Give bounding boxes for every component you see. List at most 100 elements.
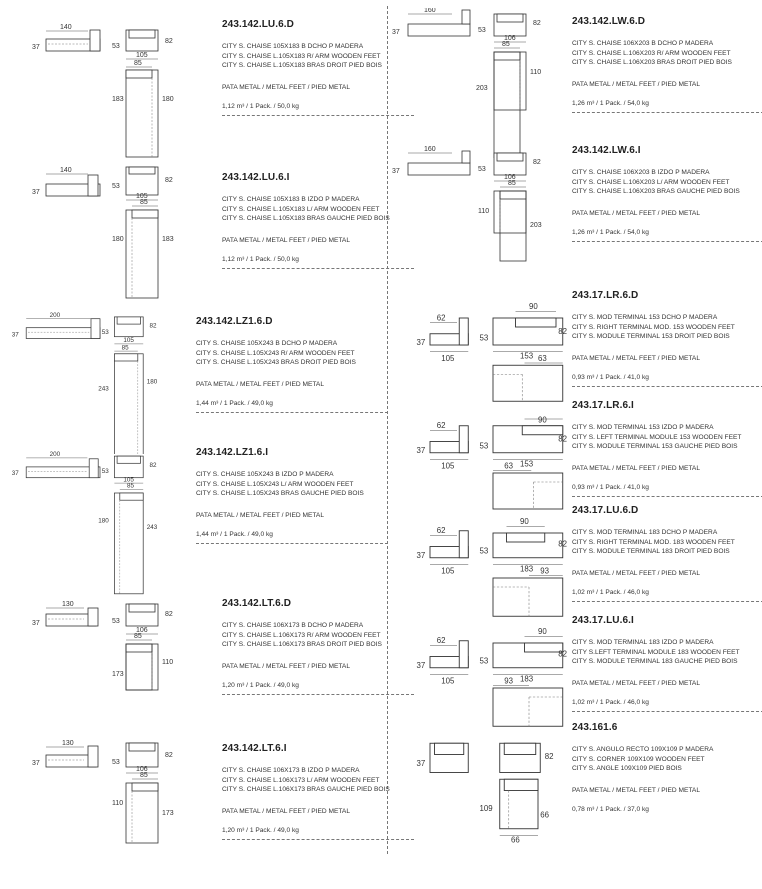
dim-side-width: 140 — [60, 167, 72, 174]
dim-plan-right: 110 — [530, 69, 541, 76]
dim-side-height: 37 — [417, 759, 426, 768]
description-en: CITY S. CHAISE L.106X203 L/ ARM WOODEN F… — [572, 178, 730, 186]
description-en: CITY S. CORNER 109X109 WOODEN FEET — [572, 755, 705, 763]
dim-top-width: 105 — [136, 52, 148, 59]
item-divider — [572, 710, 762, 712]
description-fr: CITY S. CHAISE L.106X203 BRAS DROIT PIED… — [572, 59, 732, 67]
feet-type: PATA METAL / METAL FEET / PIED METAL — [222, 236, 350, 244]
dim-side-height: 37 — [392, 29, 400, 36]
dim-side-height: 37 — [417, 551, 426, 560]
column-separator — [387, 6, 388, 854]
product-code: 243.142.LZ1.6.I — [196, 447, 269, 458]
dim-side-width: 200 — [50, 451, 61, 458]
feet-type: PATA METAL / METAL FEET / PIED METAL — [196, 511, 324, 519]
dim-front-height: 53 — [112, 43, 120, 50]
dim-plan-width: 85 — [127, 483, 135, 490]
description-es: CITY S. CHAISE 105X243 B DCHO P MADERA — [196, 340, 338, 347]
feet-type: PATA METAL / METAL FEET / PIED METAL — [222, 807, 350, 815]
dim-plan-width: 85 — [502, 41, 510, 48]
dim-front-depth: 82 — [545, 752, 554, 761]
packaging-info: 0,93 m³ / 1 Pack. / 41,0 kg — [572, 373, 649, 381]
dim-side-height: 37 — [32, 620, 40, 627]
dim-front-depth: 82 — [150, 462, 158, 469]
product-drawings: 140 37 53 82 105 85 183 180 — [32, 24, 174, 158]
feet-type: PATA METAL / METAL FEET / PIED METAL — [572, 80, 700, 88]
item-divider — [222, 693, 414, 695]
dim-side-width: 160 — [424, 8, 436, 14]
dim-side-width: 130 — [62, 601, 74, 608]
description-fr: CITY S. CHAISE L.106X173 BRAS DROIT PIED… — [222, 641, 382, 649]
dim-front-depth: 82 — [165, 752, 173, 759]
description-en: CITY S. CHAISE L.106X173 L/ ARM WOODEN F… — [222, 776, 380, 784]
feet-type: PATA METAL / METAL FEET / PIED METAL — [222, 83, 350, 91]
description-es: CITY S. CHAISE 105X183 B DCHO P MADERA — [222, 43, 364, 50]
description-es: CITY S. MOD TERMINAL 183 DCHO P MADERA — [572, 529, 718, 536]
product-drawings: 160 37 53 82 106 85 110 203 — [392, 146, 542, 262]
product-code: 243.17.LR.6.I — [572, 400, 634, 411]
item-divider — [222, 838, 414, 840]
description-en: CITY S. CHAISE L.106X203 R/ ARM WOODEN F… — [572, 49, 731, 57]
dim-plan-side: 93 — [504, 677, 513, 686]
dim-plan-right: 203 — [530, 222, 542, 229]
product-drawings: 62 37 105 90 53 82 183 93 — [417, 517, 567, 617]
product-drawings: 130 37 53 82 106 85 110 173 — [32, 740, 174, 844]
feet-type: PATA METAL / METAL FEET / PIED METAL — [222, 662, 350, 670]
packaging-info: 1,26 m³ / 1 Pack. / 54,0 kg — [572, 228, 649, 236]
description-en: CITY S. CHAISE L.105X243 L/ ARM WOODEN F… — [196, 480, 354, 488]
description-fr: CITY S. CHAISE L.106X203 BRAS GAUCHE PIE… — [572, 188, 740, 196]
dim-plan-width: 66 — [511, 835, 520, 844]
dim-front-height: 53 — [478, 27, 486, 34]
dim-plan-width: 85 — [122, 344, 130, 351]
description-es: CITY S. CHAISE 106X203 B IZDO P MADERA — [572, 169, 710, 176]
product-code: 243.142.LW.6.D — [572, 16, 646, 27]
dim-side-height: 37 — [32, 44, 40, 51]
dim-side-height: 37 — [12, 332, 20, 339]
dim-top-width: 106 — [504, 174, 516, 181]
product-code: 243.17.LU.6.I — [572, 615, 634, 626]
dim-front-depth: 82 — [165, 177, 173, 184]
description-en: CITY S. LEFT TERMINAL MODULE 153 WOODEN … — [572, 433, 742, 441]
dim-plan-width: 183 — [520, 674, 534, 683]
item-divider — [572, 385, 762, 387]
dim-plan-right: 183 — [162, 236, 174, 243]
dim-plan-left: 243 — [98, 386, 109, 393]
dim-plan-left: 180 — [112, 236, 124, 243]
description-fr: CITY S. CHAISE L.105X183 BRAS GAUCHE PIE… — [222, 215, 390, 223]
dim-top-width: 90 — [529, 302, 538, 311]
description-es: CITY S. MOD TERMINAL 183 IZDO P MADERA — [572, 639, 714, 646]
dim-side-height: 37 — [32, 189, 40, 196]
dim-front-depth: 82 — [165, 611, 173, 618]
product-drawings: 140 37 53 82 105 85 180 183 — [32, 166, 174, 299]
packaging-info: 0,78 m³ / 1 Pack. / 37,0 kg — [572, 805, 649, 813]
dim-front-depth: 82 — [558, 540, 567, 549]
dim-top-width: 105 — [136, 193, 148, 200]
dim-front-height: 53 — [112, 759, 120, 766]
description-en: CITY S. CHAISE L.105X183 R/ ARM WOODEN F… — [222, 52, 381, 60]
item-divider — [222, 267, 414, 269]
dim-plan-left: 110 — [478, 208, 489, 215]
dim-plan-width: 85 — [140, 772, 148, 779]
description-en: CITY S. RIGHT TERMINAL MOD. 183 WOODEN F… — [572, 538, 735, 546]
description-fr: CITY S. CHAISE L.105X183 BRAS DROIT PIED… — [222, 62, 382, 70]
product-drawings: 160 37 53 82 106 85 203 110 — [392, 8, 541, 158]
dim-front-height: 53 — [480, 656, 489, 665]
feet-type: PATA METAL / METAL FEET / PIED METAL — [572, 679, 700, 687]
description-es: CITY S. MOD TERMINAL 153 DCHO P MADERA — [572, 314, 718, 321]
item-divider — [572, 240, 762, 242]
dim-front-height: 53 — [480, 546, 489, 555]
dim-plan-left: 183 — [112, 96, 124, 103]
product-code: 243.142.LT.6.I — [222, 743, 287, 754]
dim-front-height: 53 — [478, 166, 486, 173]
description-es: CITY S. CHAISE 106X173 B DCHO P MADERA — [222, 622, 364, 629]
dim-top-width: 90 — [538, 627, 547, 636]
dim-plan-width: 153 — [520, 352, 534, 361]
dim-top-width: 106 — [136, 766, 148, 773]
dim-front-height: 53 — [112, 183, 120, 190]
product-drawings: 130 37 53 82 106 85 173 110 — [32, 601, 173, 691]
dim-side-depth: 105 — [441, 462, 455, 471]
dim-plan-left: 173 — [112, 671, 124, 678]
dim-plan-side: 63 — [504, 462, 513, 471]
feet-type: PATA METAL / METAL FEET / PIED METAL — [572, 464, 700, 472]
feet-type: PATA METAL / METAL FEET / PIED METAL — [572, 569, 700, 577]
dim-side-width: 200 — [50, 312, 61, 319]
